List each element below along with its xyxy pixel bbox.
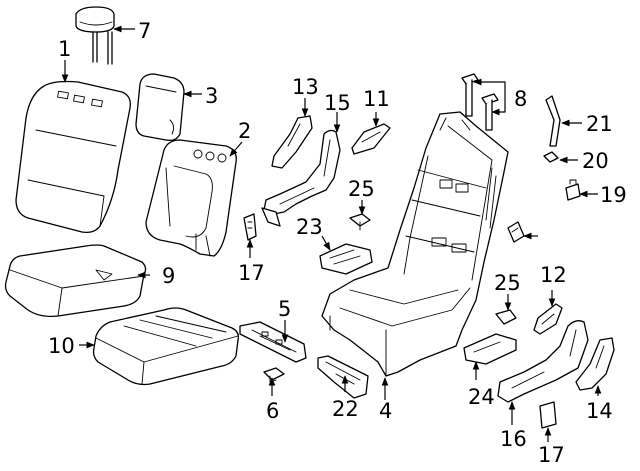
clip-part-17-lower (539, 401, 557, 429)
callout-24: 24 (468, 385, 495, 409)
headrest-part (75, 6, 115, 65)
latch-part-24 (463, 333, 517, 365)
callout-7: 7 (138, 19, 151, 43)
callout-11: 11 (363, 87, 390, 111)
side-frame-part-16 (497, 320, 589, 403)
callout-12: 12 (540, 263, 567, 287)
bracket-part-5 (239, 321, 307, 363)
leader-lines (61, 25, 602, 442)
callout-4: 4 (379, 399, 392, 423)
clip-part-25-lower (495, 309, 517, 325)
seat-cushion-pad-part (92, 307, 240, 386)
callout-16: 16 (500, 427, 527, 451)
seat-cushion-cover-part (4, 244, 147, 318)
bracket-part-12 (533, 303, 563, 335)
callout-10: 10 (48, 334, 75, 358)
callout-21: 21 (586, 112, 613, 136)
seat-back-cover-part (15, 80, 131, 234)
armrest-part (135, 73, 185, 142)
callout-14: 14 (586, 399, 613, 423)
callout-17-lower: 17 (538, 443, 565, 467)
callout-6: 6 (266, 399, 279, 423)
callout-15: 15 (324, 91, 351, 115)
trim-part-22 (317, 355, 369, 399)
callout-5: 5 (278, 297, 291, 321)
side-frame-part-15 (261, 129, 341, 227)
connector-part-19 (565, 179, 581, 201)
callout-20: 20 (582, 149, 609, 173)
callout-8: 8 (514, 87, 527, 111)
seat-back-pad-part (145, 139, 237, 257)
clip-part-17-upper (243, 213, 257, 241)
bolts-part-8 (461, 73, 499, 131)
trim-panel-part-13 (271, 115, 313, 169)
callout-labels: 7 1 3 2 9 10 5 6 13 15 11 25 23 17 22 4 … (48, 19, 627, 467)
latch-part-23 (319, 243, 373, 275)
rod-part-21 (545, 95, 561, 147)
callout-19: 19 (600, 183, 627, 207)
plug-part-18 (507, 221, 525, 243)
clip-part-6 (263, 367, 285, 383)
callout-3: 3 (205, 84, 218, 108)
callout-22: 22 (332, 397, 359, 421)
nut-part-20 (543, 151, 559, 163)
callout-25-lower: 25 (494, 271, 521, 295)
callout-23: 23 (296, 215, 323, 239)
bracket-part-11 (351, 123, 391, 155)
trim-panel-part-14 (575, 337, 615, 391)
callout-13: 13 (292, 75, 319, 99)
callout-17-upper: 17 (238, 261, 265, 285)
callout-9: 9 (162, 264, 175, 288)
callout-2: 2 (238, 119, 251, 143)
callout-25-upper: 25 (348, 177, 375, 201)
clip-part-25-upper (349, 213, 371, 231)
callout-1: 1 (58, 37, 71, 61)
seat-frame-part (321, 111, 509, 377)
